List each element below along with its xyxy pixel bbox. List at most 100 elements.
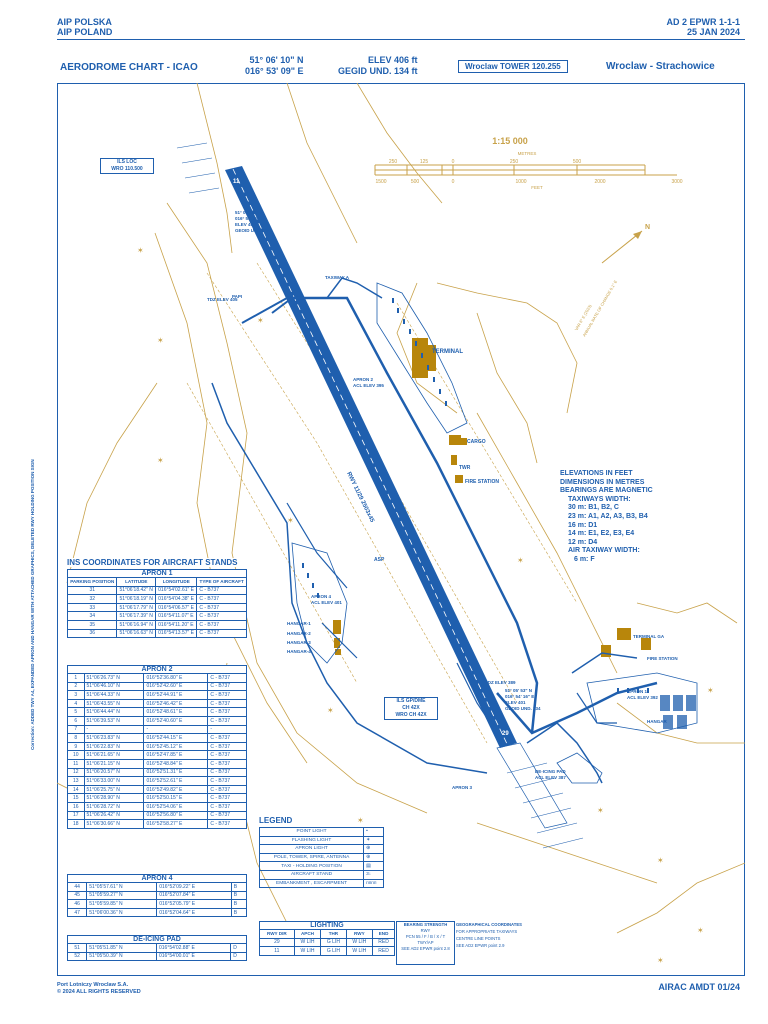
deicing-caption: DE-ICING PAD <box>67 935 247 943</box>
apron-2-stand-cell: 12 <box>67 767 85 778</box>
hangar-2-label: HANGAR-2 <box>287 631 311 636</box>
thr-n-coord-lon: 016° 51' 57" E <box>235 216 264 221</box>
taxiway-a-label: TAXIWAY A <box>325 275 350 280</box>
ils-gp-box: ILS GP/DME CH 42X WRO CH 42X <box>384 697 438 720</box>
apron-2-stand-cell: C - B737 <box>207 707 247 717</box>
apron-4-stand-cell: 46 <box>66 899 88 909</box>
apron-2-stand-cell: C - B737 <box>207 810 247 821</box>
legend-cell: 3↓ <box>363 869 384 880</box>
apron-3-label: APRON 3 <box>452 785 473 790</box>
apron-2-stand-cell: C - B737 <box>207 750 247 760</box>
coordinates-note: GEOGRAPHICAL COORDINATES FOR APPROPRIATE… <box>456 921 542 963</box>
apron-2-stand-cell: 51°06'39.53" N <box>83 715 145 726</box>
legend-cell: APRON LIGHT <box>258 844 365 854</box>
apron-2-stand-cell: C - B737 <box>207 776 247 786</box>
svg-text:✶: ✶ <box>157 456 164 465</box>
apron-4-outline <box>291 542 348 664</box>
lighting-col-rwy: RWY DIR <box>259 929 295 939</box>
apron-2-stand-cell: 51°06'20.57" N <box>83 767 145 778</box>
legend-row: POINT LIGHT• <box>258 827 384 837</box>
thr-s-coord-lon: 016° 54' 16" E <box>505 694 534 699</box>
apron-2-stand-cell: 016°52'52.61" E <box>143 776 209 786</box>
apron-4-stand-cell: B <box>230 890 248 901</box>
apron-1-stand-cell: C - B737 <box>196 594 247 604</box>
buildings <box>333 338 651 657</box>
apron-1-stand-cell: 35 <box>66 619 118 630</box>
aerodrome-elevation: ELEV 406 ft <box>367 55 418 65</box>
apron-2-stand-cell: 016°52'54.06" E <box>143 801 209 812</box>
hangar-2-building <box>334 638 340 648</box>
svg-text:✶: ✶ <box>287 516 294 525</box>
tower-frequency-box: Wroclaw TOWER 120.255 <box>458 60 568 73</box>
footer-publisher: Port Lotniczy Wroclaw S.A. <box>57 982 129 988</box>
apron-1-stand-cell: 016°54'02.61" E <box>155 585 198 596</box>
apron-1-stand-cell: 51°06'17.79" N <box>116 602 157 613</box>
apron-2-stand-cell: C - B737 <box>207 698 247 709</box>
lighting-cell: W LIH <box>293 946 322 956</box>
svg-text:✶: ✶ <box>657 856 664 865</box>
svg-text:3000: 3000 <box>671 179 682 185</box>
apron-2-label: APRON 2 <box>353 377 374 382</box>
twr-building <box>451 455 457 465</box>
aerodrome-name: Wroclaw - Strachowice <box>606 61 715 72</box>
legend-cell: TAXI - HOLDING POSITION <box>258 861 365 871</box>
svg-text:125: 125 <box>420 159 429 165</box>
apron-1-stand-cell: 016°54'04.38" E <box>155 594 198 604</box>
svg-text:✶: ✶ <box>327 706 334 715</box>
hangar-ga-label: HANGAR <box>647 719 667 724</box>
aprons <box>291 282 698 784</box>
svg-text:500: 500 <box>411 179 420 185</box>
apron-2-stand-cell: 10 <box>67 750 85 760</box>
note-line-11: 6 m: F <box>574 555 595 563</box>
svg-text:1000: 1000 <box>515 179 526 185</box>
tdz-elev-s: TDZ ELEV 389 <box>485 680 516 685</box>
footer-copyright: © 2024 ALL RIGHTS RESERVED <box>57 989 141 995</box>
asp-label: ASP <box>374 557 385 563</box>
legend-cell: ⊕ <box>363 852 384 863</box>
note-line-7: 16 m: D1 <box>568 521 598 529</box>
apron-4-stand-cell: 016°52'07.84" E <box>156 890 232 901</box>
bearing-strength-title: BEARING STRENGTH <box>403 922 448 927</box>
hangar-3-label: HANGAR-3 <box>287 640 311 645</box>
apron-2-stand-cell: 016°52'49.82" E <box>143 784 209 795</box>
lighting-cell: 29 <box>259 937 295 948</box>
runway-designation-label: RWY 11/29 2503x45 <box>345 471 375 524</box>
apron-2-stand-cell: 51°06'21.65" N <box>83 750 145 760</box>
legend-cell: POLE, TOWER, SPIRE, ANTENNA <box>258 852 365 863</box>
apron-2-stand-cell: C - B737 <box>207 793 247 803</box>
apron-2-stand-cell: 6 <box>67 715 85 726</box>
legend-row: APRON LIGHT⊕ <box>258 844 384 854</box>
correction-side-note: Correction: ADDED TWY A4, EXPANDED APRON… <box>30 459 35 750</box>
legend-row: TAXI - HOLDING POSITION▤ <box>258 861 384 871</box>
col-header-position: PARKING POSITION <box>66 577 118 587</box>
boundary-lines <box>186 262 578 744</box>
twr-label: TWR <box>459 465 471 471</box>
legend: LEGEND POINT LIGHT•FLASHING LIGHT✶APRON … <box>258 816 384 889</box>
svg-text:500: 500 <box>573 159 582 165</box>
apron-1-stand-cell: 016°54'11.20" E <box>155 619 198 630</box>
legend-cell: FLASHING LIGHT <box>258 835 365 846</box>
apron-1-stand-cell: 31 <box>66 585 118 596</box>
bearing-strength-line-1: RWY <box>420 928 431 933</box>
apron-2-stand-cell: 51°06'46.10" N <box>83 681 145 692</box>
bearing-strength-line-3: TWY/AP <box>417 940 434 945</box>
header-date: 25 JAN 2024 <box>686 27 740 37</box>
col-header-latitude: LATITUDE <box>116 577 157 587</box>
apron-2-stand-cell: 51°06'28.90" N <box>83 793 145 803</box>
apron-2-stand-cell: 51°06'30.66" N <box>83 819 145 829</box>
lighting-cell: G LIH <box>320 937 347 948</box>
fire-station-building <box>455 475 463 483</box>
lighting-cell: W LIH <box>293 937 322 948</box>
terminal-label: TERMINAL <box>432 349 463 355</box>
coordinates-note-line-3: SEE AD2 EPWR point 2.9 <box>456 943 505 948</box>
rwy-number-11: 11 <box>233 179 240 185</box>
